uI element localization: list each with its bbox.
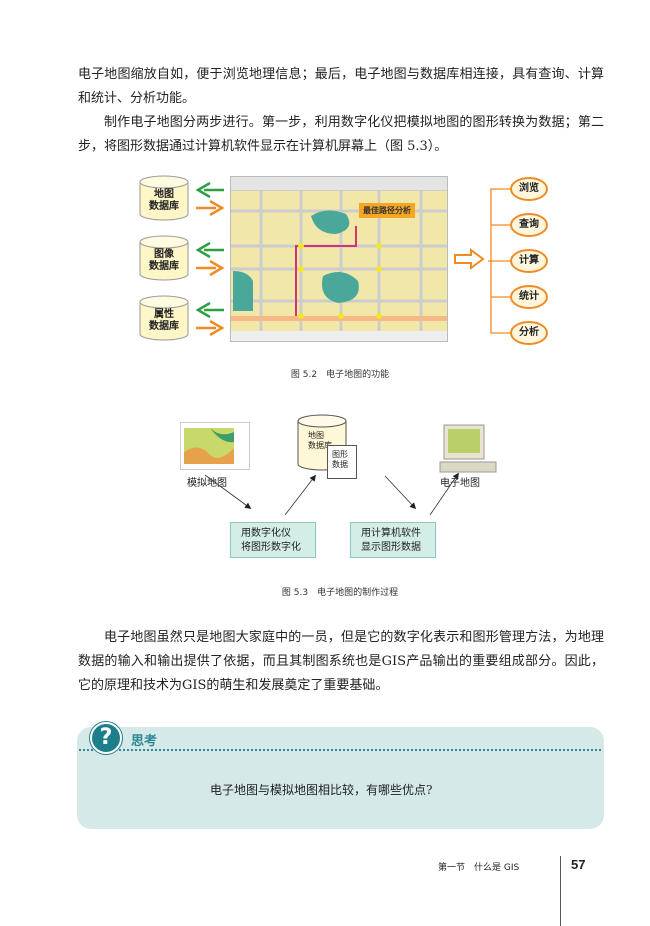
dotted-divider (79, 749, 601, 751)
paragraph-1: 电子地图缩放自如，便于浏览地理信息；最后，电子地图与数据库相连接，具有查询、计算… (78, 67, 604, 106)
arrows-icon (195, 181, 225, 337)
think-question: 电子地图与模拟地图相比较，有哪些优点? (210, 783, 433, 797)
function-calculate: 计算 (510, 249, 548, 273)
function-query: 查询 (510, 213, 548, 237)
graphic-data-document: 图形 数据 (327, 445, 357, 479)
think-box: 电子地图与模拟地图相比较，有哪些优点? (77, 727, 604, 829)
computer-icon (439, 424, 497, 473)
map-screenshot: 最佳路径分析 (230, 176, 448, 342)
function-browse: 浏览 (510, 177, 548, 201)
figure-caption: 图 5.2 电子地图的功能 (290, 370, 390, 380)
database-cylinder: 图像 数据库 (139, 235, 189, 281)
question-icon: ? (90, 722, 122, 754)
page-number: 57 (571, 857, 586, 872)
footer-divider (560, 856, 561, 926)
bracket (488, 188, 510, 334)
step-display-box: 用计算机软件 显示图形数据 (350, 522, 436, 558)
database-cylinder: 地图 数据库 (139, 175, 189, 221)
flow-arrows (204, 472, 459, 516)
function-analysis: 分析 (510, 321, 548, 345)
analog-map-image (180, 422, 250, 470)
paragraph-3: 电子地图虽然只是地图大家庭中的一员，但是它的数字化表示和图形管理方法，为地理数据… (78, 630, 604, 693)
think-title: 思考 (131, 734, 158, 749)
footer-section: 第一节 什么是 GIS (438, 863, 520, 873)
digital-map-label: 电子地图 (440, 478, 480, 489)
figure-caption: 图 5.3 电子地图的制作过程 (281, 588, 399, 598)
paragraph-2: 制作电子地图分两步进行。第一步，利用数字化仪把模拟地图的图形转换为数据；第二步，… (78, 115, 604, 154)
step-digitize-box: 用数字化仪 将图形数字化 (230, 522, 316, 558)
right-arrow-icon (454, 248, 485, 270)
analog-map-label: 模拟地图 (187, 478, 227, 489)
database-cylinder: 属性 数据库 (139, 295, 189, 341)
function-statistics: 统计 (510, 285, 548, 309)
